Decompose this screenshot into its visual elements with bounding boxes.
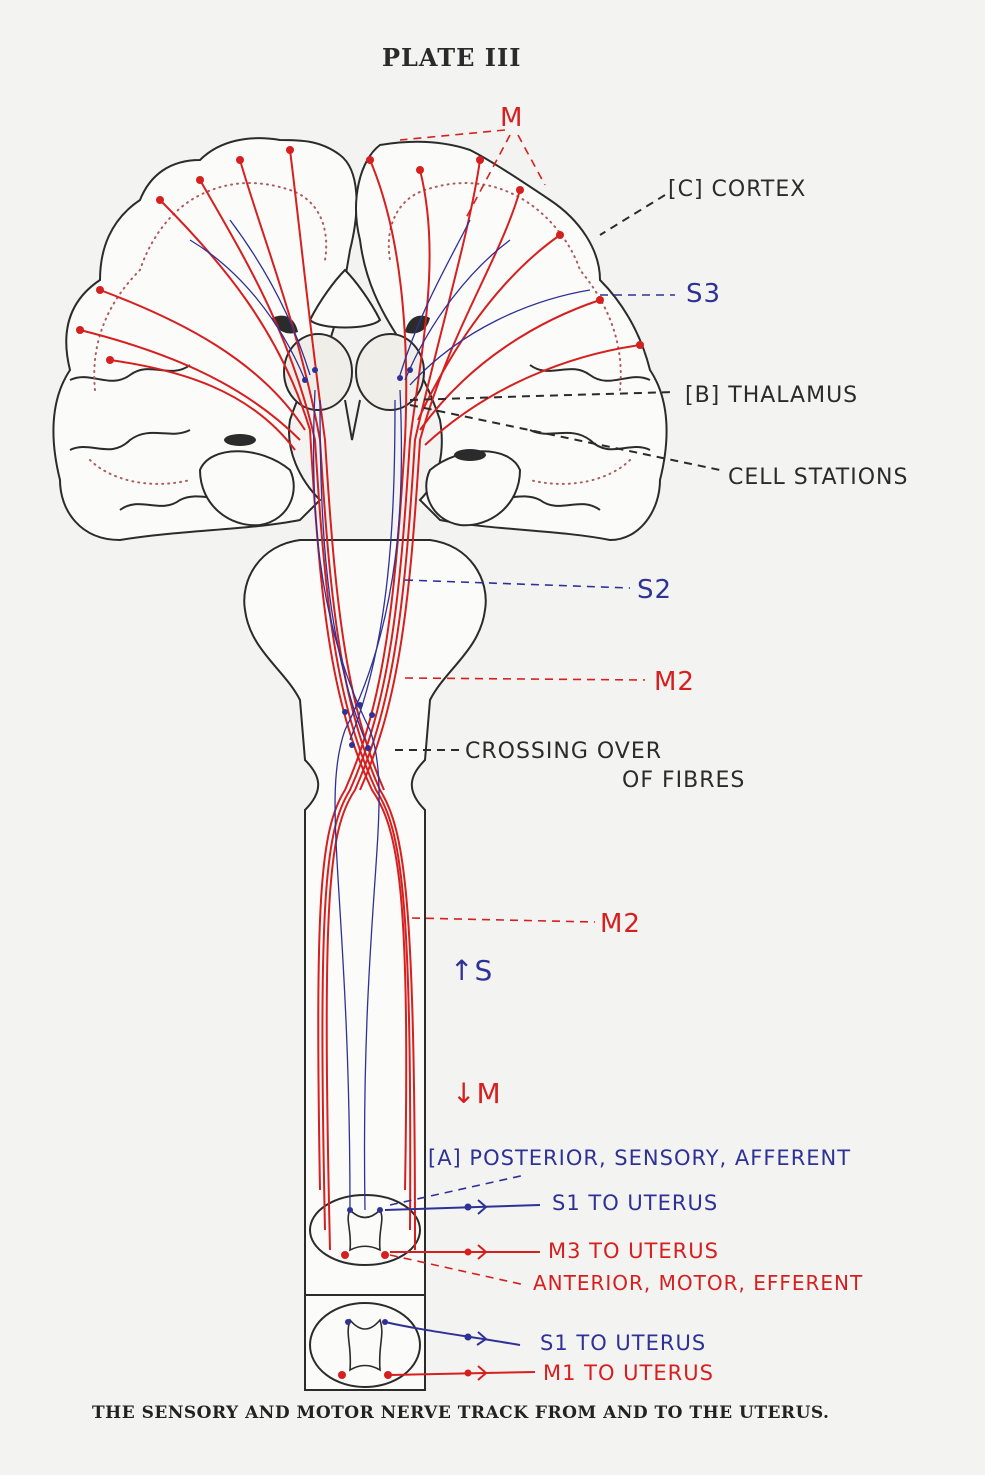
label-m-top: M [500, 103, 523, 133]
label-m2-lower: M2 [600, 909, 641, 939]
label-posterior: [A] POSTERIOR, SENSORY, AFFERENT [428, 1146, 851, 1170]
label-m3: M3 TO UTERUS [548, 1239, 719, 1263]
label-anterior: ANTERIOR, MOTOR, EFFERENT [533, 1271, 863, 1295]
label-arrow-m: ↓M [452, 1077, 502, 1110]
brain-outline [53, 138, 666, 540]
label-crossing-2: OF FIBRES [622, 768, 745, 793]
label-s1-upper: S1 TO UTERUS [552, 1191, 718, 1215]
caption: THE SENSORY AND MOTOR NERVE TRACK FROM A… [92, 1403, 829, 1423]
label-s1-lower: S1 TO UTERUS [540, 1331, 706, 1355]
plate-title: PLATE III [382, 43, 521, 72]
label-s3: S3 [686, 279, 721, 309]
label-cortex: [C] CORTEX [668, 177, 806, 202]
thalamus [284, 334, 424, 440]
label-crossing-1: CROSSING OVER [465, 739, 662, 764]
label-m2-upper: M2 [654, 667, 695, 697]
label-thalamus: [B] THALAMUS [685, 383, 858, 408]
label-cell-stations: CELL STATIONS [728, 465, 908, 490]
label-s2: S2 [637, 575, 672, 605]
label-m1: M1 TO UTERUS [543, 1361, 714, 1385]
label-arrow-s: ↑S [450, 954, 493, 987]
